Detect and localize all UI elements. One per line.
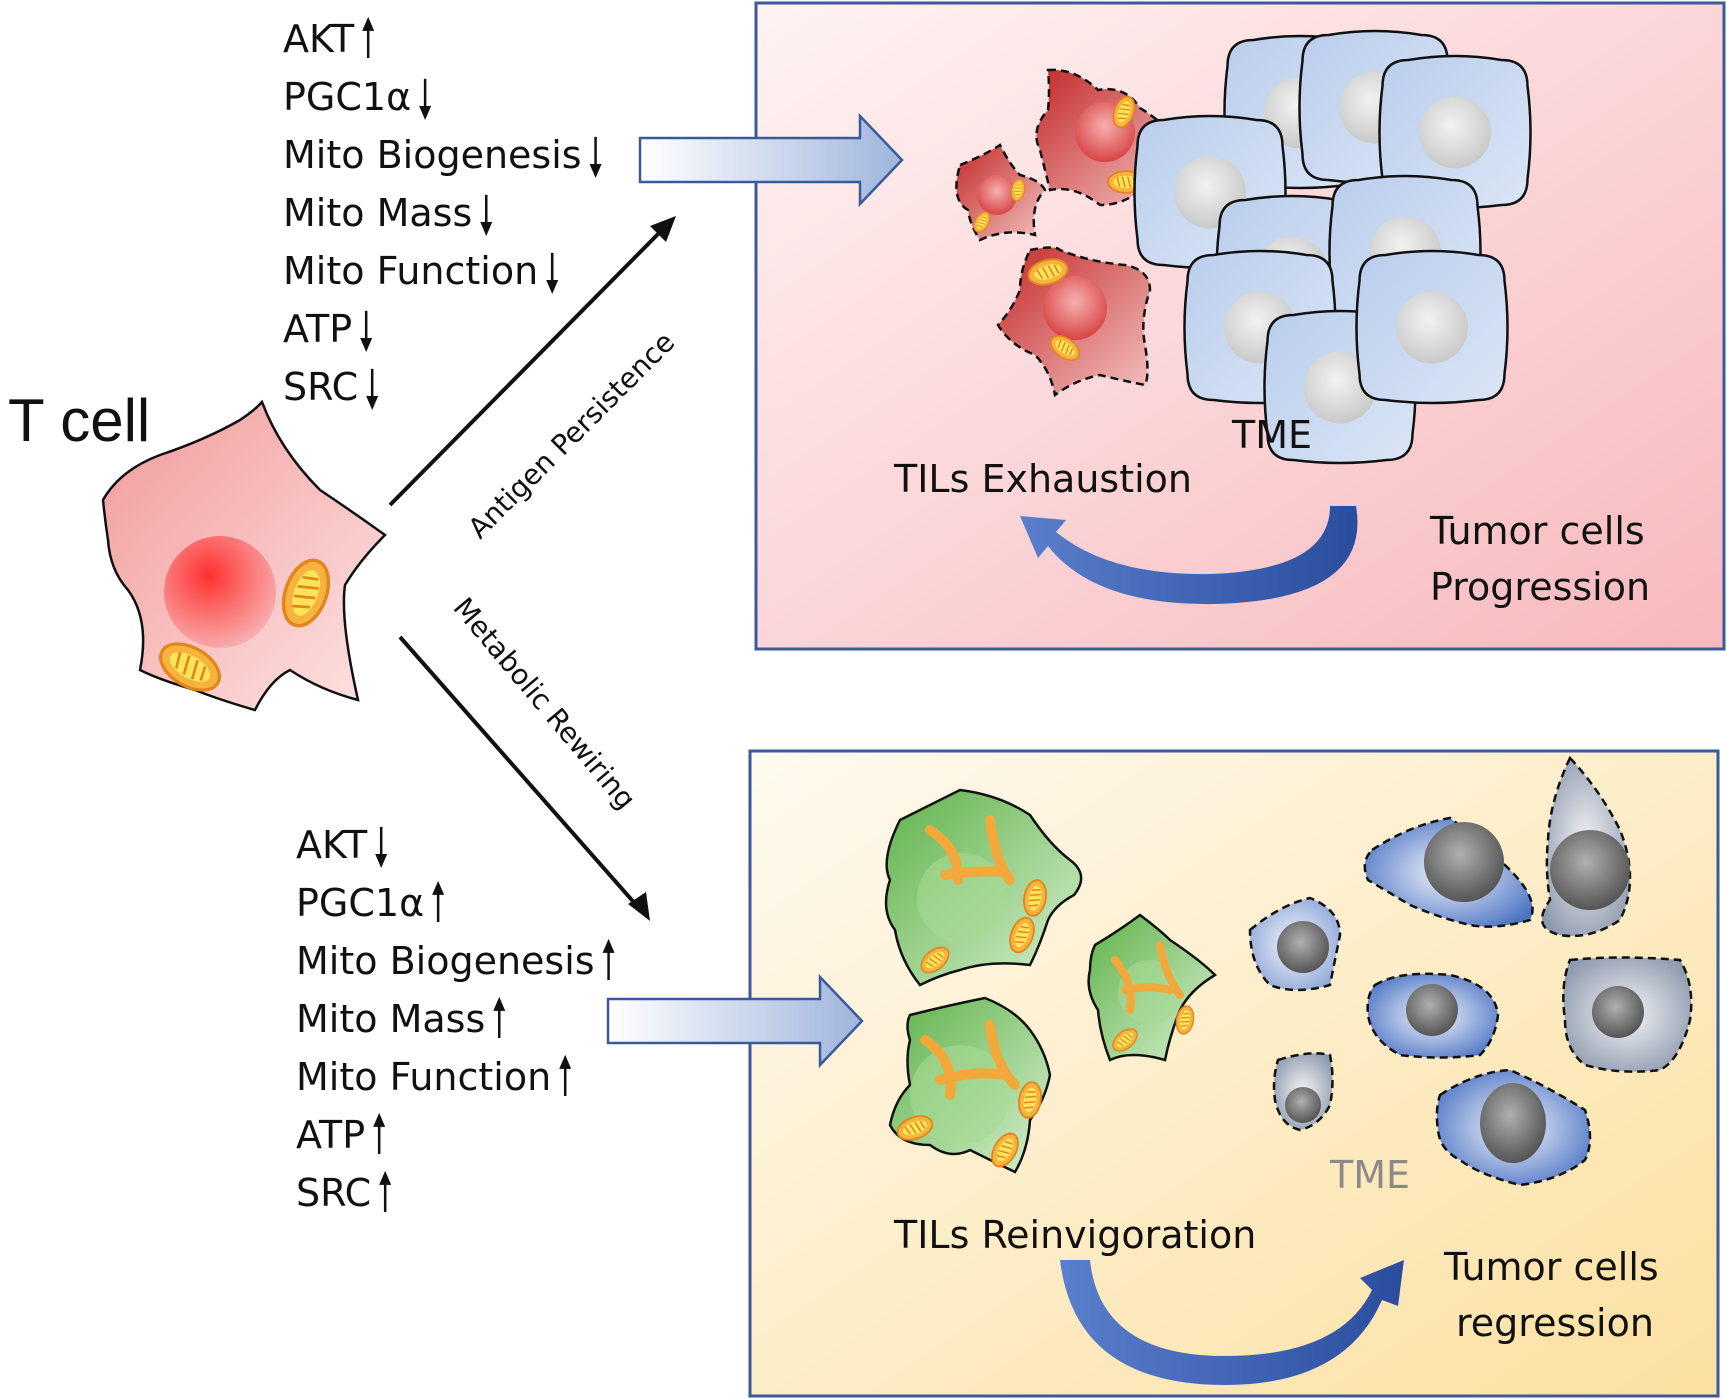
curved-arrow-bottom: [1060, 1260, 1404, 1385]
marker-label: Mito Mass: [296, 997, 485, 1041]
arrow-down-icon: [366, 368, 379, 410]
branch-up-label: Antigen Persistence: [462, 325, 682, 545]
tumor-cell: [1363, 816, 1534, 928]
arrow-up-icon: [432, 880, 445, 922]
arrow-down-icon: [546, 252, 559, 294]
marker-label: Mito Function: [296, 1055, 551, 1099]
flow-arrow-top: [638, 112, 904, 208]
tumor-label-bottom-1: Tumor cells: [1443, 1245, 1659, 1289]
arrow-down-icon: [480, 194, 493, 236]
curved-arrow-top: [1020, 506, 1358, 605]
marker-label: Mito Biogenesis: [283, 133, 582, 177]
tme-label-bottom: TME: [1329, 1153, 1410, 1197]
marker-label: Mito Function: [283, 249, 538, 293]
branch-down-label: Metabolic Rewiring: [447, 591, 643, 815]
tumor-cell: [1562, 956, 1693, 1073]
arrow-up-icon: [373, 1112, 386, 1154]
tumor-cell: [1435, 1068, 1592, 1187]
arrow-metabolic-rewiring: [398, 635, 650, 921]
tme-label-top: TME: [1231, 413, 1312, 457]
marker-label: SRC: [283, 365, 358, 409]
arrow-down-icon: [360, 310, 373, 352]
tumor-cell: [1378, 54, 1532, 210]
arrow-antigen-persistence: [388, 216, 676, 507]
flow-arrow-bottom: [606, 973, 864, 1069]
til-reinvigoration-label: TILs Reinvigoration: [893, 1213, 1256, 1257]
arrow-up-icon: [379, 1170, 392, 1212]
marker-label: PGC1α: [283, 75, 411, 119]
tumor-cell: [1248, 896, 1342, 992]
marker-label: Mito Mass: [283, 191, 472, 235]
reinvigorated-til-cell: [1087, 913, 1218, 1062]
marker-label: AKT: [283, 17, 355, 61]
arrow-up-icon: [559, 1054, 572, 1096]
arrow-down-icon: [589, 136, 602, 178]
marker-label: ATP: [296, 1113, 365, 1157]
exhausted-til-cell: [955, 143, 1047, 242]
tumor-cell: [1540, 755, 1632, 938]
t-cell-label: T cell: [8, 387, 150, 454]
tumor-label-top-1: Tumor cells: [1429, 509, 1645, 553]
marker-label: ATP: [283, 307, 352, 351]
tumor-cell: [1272, 1052, 1334, 1132]
marker-label: AKT: [296, 823, 368, 867]
tumor-cell: [1366, 972, 1500, 1059]
marker-label: Mito Biogenesis: [296, 939, 595, 983]
reinvigorated-til-cell: [884, 788, 1083, 987]
arrow-up-icon: [362, 16, 375, 58]
arrow-down-icon: [375, 826, 388, 868]
arrow-up-icon: [493, 996, 506, 1038]
exhausted-til-cell: [996, 246, 1152, 398]
arrow-up-icon: [602, 938, 615, 980]
reinvigorated-til-cell: [888, 996, 1052, 1174]
tumor-label-bottom-2: regression: [1456, 1301, 1654, 1345]
til-exhaustion-label: TILs Exhaustion: [893, 457, 1192, 501]
marker-label: SRC: [296, 1171, 371, 1215]
marker-label: PGC1α: [296, 881, 424, 925]
tumor-cell-cluster: [1133, 29, 1532, 465]
t-cell: [101, 399, 387, 712]
tumor-cell: [1355, 249, 1509, 405]
t-cell-nucleus: [164, 536, 276, 648]
tumor-label-top-2: Progression: [1430, 565, 1650, 609]
arrow-down-icon: [419, 78, 432, 120]
